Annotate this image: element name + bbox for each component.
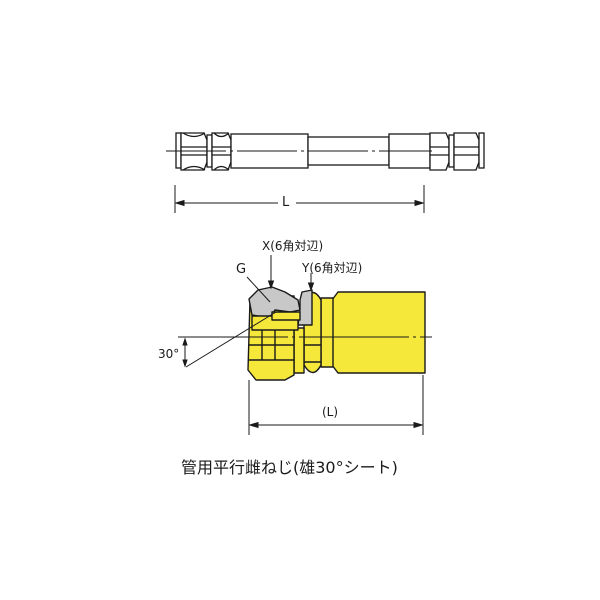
fitting-detail [247,286,426,381]
leader-lines [246,255,315,303]
angle-label: 30° [158,347,180,361]
label-x-hex-across-flats: X(6角対辺) [262,239,324,253]
top-dimension-label: L [282,195,290,210]
angle-indicator [182,311,277,368]
label-y-hex-across-flats: Y(6角対辺) [302,261,363,275]
detail-dimension-label: (L) [322,405,339,419]
label-g-thread: G [236,262,247,277]
detail-dimension-l [248,375,424,435]
top-dimension-l [174,185,425,213]
caption: 管用平行雌ねじ(雄30°シート) [181,458,398,477]
